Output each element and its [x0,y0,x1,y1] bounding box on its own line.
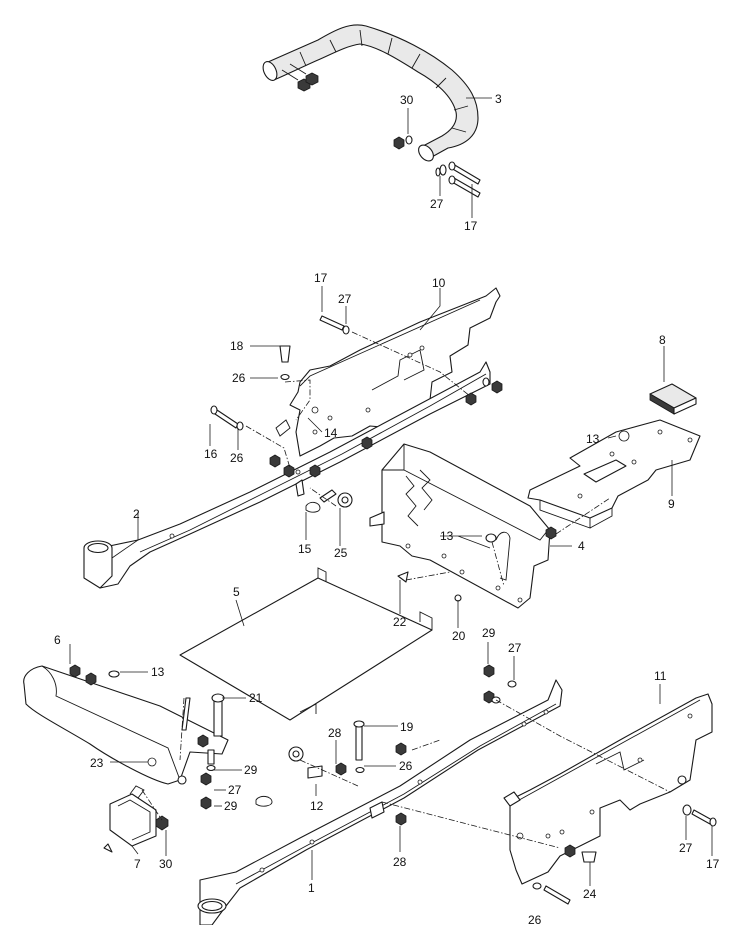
callout-29: 29 [244,763,258,777]
callout-22: 22 [393,615,407,629]
rail-hardware [210,315,353,513]
callout-20: 20 [452,629,466,643]
callout-21: 21 [249,691,263,705]
callout-19: 19 [400,720,414,734]
callout-12: 12 [310,799,324,813]
callout-23: 23 [90,756,104,770]
floor-panel [179,567,433,721]
callout-17: 17 [706,857,720,871]
callout-24: 24 [583,887,597,901]
callout-30: 30 [159,857,173,871]
callout-16: 16 [204,447,218,461]
rubber-block [649,383,697,415]
callout-15: 15 [298,542,312,556]
callout-29: 29 [224,799,238,813]
upper-side-plate [275,287,501,457]
callout-1: 1 [308,881,315,895]
callout-30: 30 [400,93,414,107]
callout-10: 10 [432,276,446,290]
callout-26: 26 [528,913,542,925]
callout-13: 13 [151,665,165,679]
left-frame-rail [83,361,503,589]
callout-11: 11 [654,669,667,683]
callout-17: 17 [314,271,328,285]
leader-lines [69,97,713,886]
cover-hardware [108,670,225,810]
callout-27: 27 [430,197,444,211]
callout-13: 13 [440,529,454,543]
callout-7: 7 [134,857,141,871]
callout-5: 5 [233,585,240,599]
callout-29: 29 [482,626,496,640]
callout-27: 27 [679,841,693,855]
callout-17: 17 [464,219,478,233]
callout-4: 4 [578,539,585,553]
callout-9: 9 [668,497,675,511]
right-bracket-plate [527,419,701,529]
left-cover [23,664,229,785]
plate-hardware [532,804,717,905]
callout-18: 18 [230,339,244,353]
callout-26: 26 [399,759,413,773]
callout-25: 25 [334,546,348,560]
handle-bolts [393,135,481,198]
callout-6: 6 [54,633,61,647]
alignment-lines [141,331,671,849]
callout-8: 8 [659,333,666,347]
callout-26: 26 [230,451,244,465]
lower-side-plate [503,693,713,885]
latch-bracket [103,785,169,853]
callout-2: 2 [133,507,140,521]
handle-bar-part [262,24,479,162]
callout-28: 28 [393,855,407,869]
callout-3: 3 [495,92,502,106]
callout-28: 28 [328,726,342,740]
callout-27: 27 [508,641,522,655]
callout-13: 13 [586,432,600,446]
callout-labels: 3 30 27 17 17 27 10 18 26 8 16 26 14 13 … [54,92,720,925]
center-bracket [369,443,557,609]
callout-27: 27 [338,292,352,306]
bottom-frame-rail [197,679,563,925]
callout-26: 26 [232,371,246,385]
mid-hardware [255,664,517,807]
callout-14: 14 [324,426,338,440]
callout-27: 27 [228,783,242,797]
